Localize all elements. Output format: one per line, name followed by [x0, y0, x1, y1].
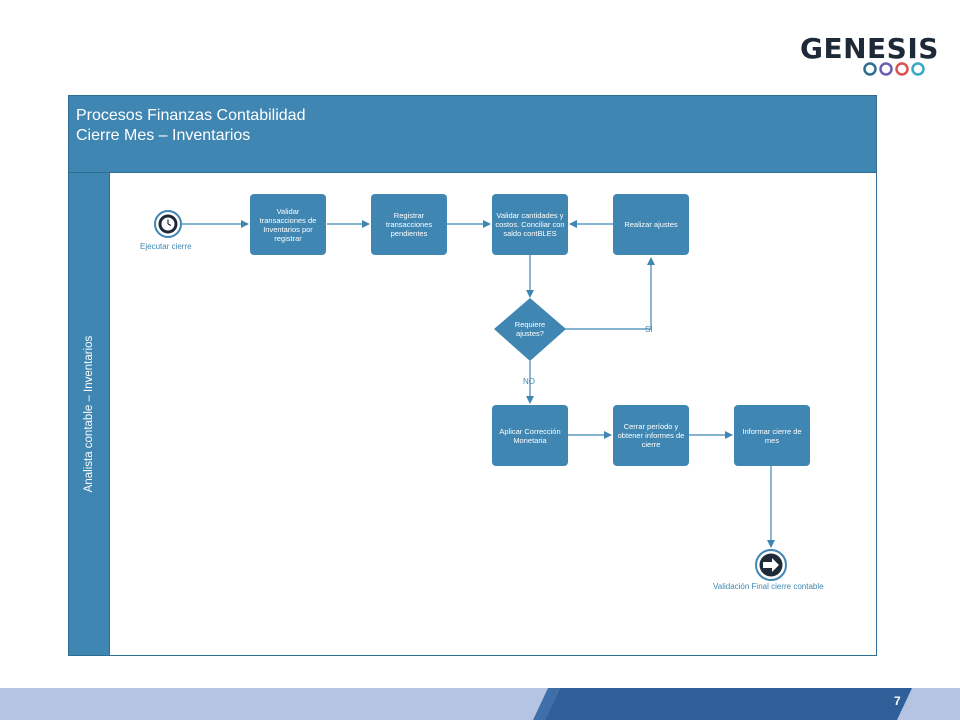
footer-bar: [0, 688, 960, 720]
decision-gateway[interactable]: [494, 298, 566, 361]
task-cerrar-periodo[interactable]: Cerrar período y obtener informes de cie…: [613, 405, 689, 466]
genesis-logo: GENESIS: [800, 34, 938, 80]
flow-decision-yes: [565, 257, 655, 330]
task-informar-cierre[interactable]: Informar cierre de mes: [734, 405, 810, 466]
decision-label: Requiere ajustes?: [514, 320, 546, 338]
task-validar-cantidades[interactable]: Validar cantidades y costos. Conciliar c…: [492, 194, 568, 255]
task-realizar-ajustes[interactable]: Realizar ajustes: [613, 194, 689, 255]
process-pool: Procesos Finanzas Contabilidad Cierre Me…: [68, 95, 877, 656]
end-event-label: Validación Final cierre contable: [713, 582, 824, 591]
task-aplicar-correccion[interactable]: Aplicar Corrección Monetaria: [492, 405, 568, 466]
start-timer-event[interactable]: [154, 210, 182, 238]
pool-title-line-2: Cierre Mes – Inventarios: [76, 127, 251, 144]
end-event[interactable]: [755, 549, 787, 581]
decision-yes-label: SI: [645, 325, 653, 334]
task-registrar-pendientes[interactable]: Registrar transacciones pendientes: [371, 194, 447, 255]
lane-header: Analista contable – Inventarios: [69, 173, 110, 655]
logo-text: GENESIS: [800, 32, 939, 65]
decision-no-label: NO: [523, 377, 535, 386]
pool-title: Procesos Finanzas Contabilidad Cierre Me…: [76, 106, 305, 146]
pool-header-band: [69, 158, 876, 173]
pool-title-line-1: Procesos Finanzas Contabilidad: [76, 107, 306, 124]
pool-header: Procesos Finanzas Contabilidad Cierre Me…: [69, 96, 876, 159]
page-number: 7: [894, 694, 901, 708]
start-event-label: Ejecutar cierre: [140, 242, 192, 251]
task-validar-transacciones[interactable]: Validar transacciones de Inventarios por…: [250, 194, 326, 255]
